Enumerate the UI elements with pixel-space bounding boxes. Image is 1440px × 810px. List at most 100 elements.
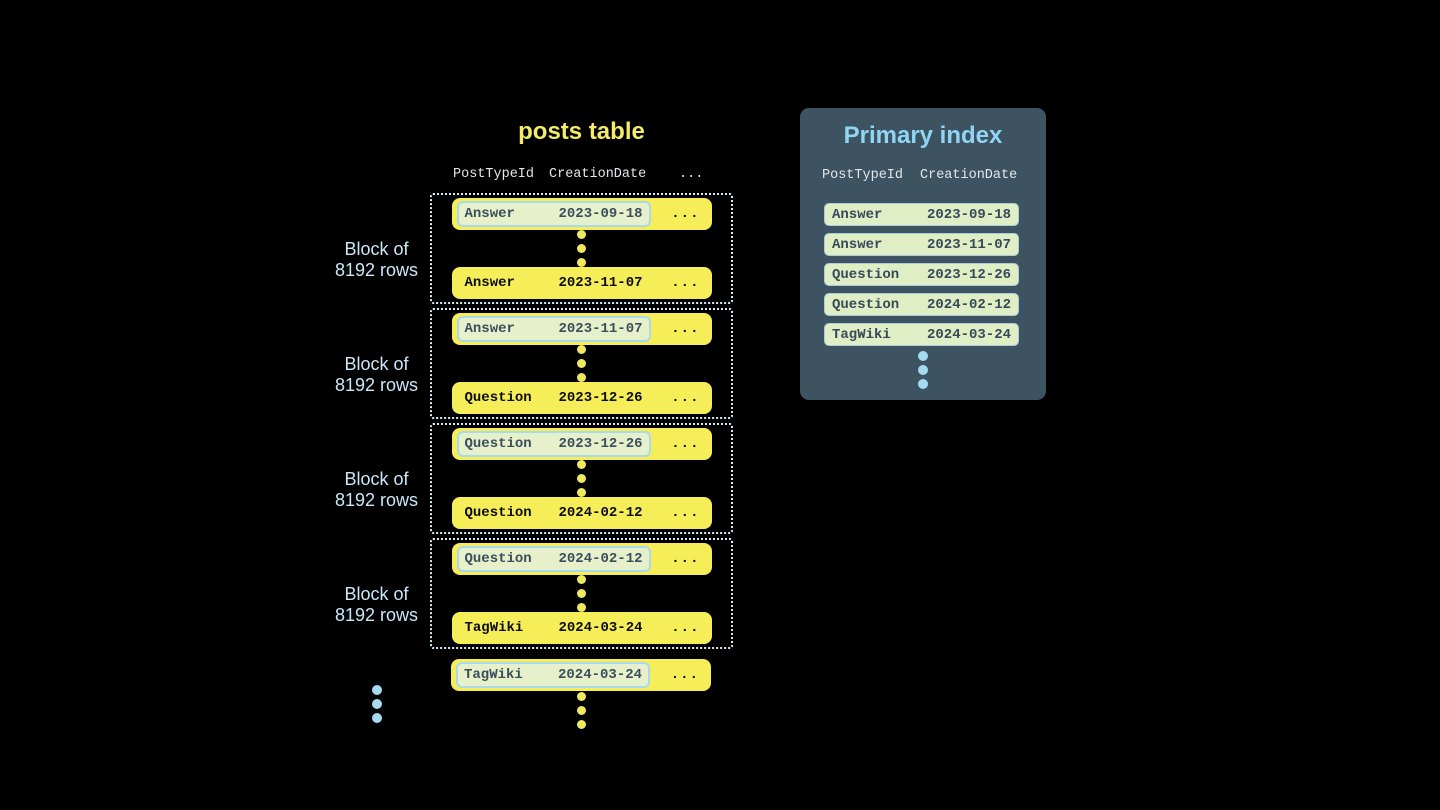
undefined — [577, 575, 586, 584]
block-label-line2: 8192 rows — [334, 490, 419, 510]
highlighted-key-pill: Question 2023-12-26 — [456, 431, 651, 457]
undefined — [371, 699, 382, 709]
index-row: Answer 2023-09-18 — [824, 203, 1019, 226]
column-header-posttypeid: PostTypeId — [453, 167, 535, 182]
highlighted-key-pill: TagWiki 2024-03-24 — [456, 662, 650, 688]
row-more-ellipsis: ... — [671, 390, 700, 406]
undefined — [577, 488, 586, 497]
post-type-cell: Answer — [464, 275, 515, 291]
next-block-first-row: TagWiki 2024-03-24... — [451, 659, 711, 691]
primary-index-column-headers: PostTypeId CreationDate — [800, 168, 1046, 183]
undefined — [577, 359, 586, 368]
column-header-more-ellipsis: ... — [679, 167, 704, 182]
next-block-first-row-slot: TagWiki 2024-03-24... — [451, 659, 711, 691]
undefined — [577, 692, 586, 701]
undefined — [918, 365, 928, 375]
post-type-cell: Answer — [464, 206, 515, 222]
index-post-type-cell: TagWiki — [832, 326, 891, 343]
post-type-cell: Question — [464, 390, 532, 406]
undefined — [577, 720, 586, 729]
index-column-header-posttypeid: PostTypeId — [822, 168, 904, 183]
block-label-line1: Block of — [344, 239, 409, 259]
block-first-row: Question 2024-02-12... — [451, 543, 712, 575]
index-post-type-cell: Question — [832, 296, 900, 313]
creation-date-cell: 2024-02-12 — [558, 505, 643, 521]
block-rows-ellipsis — [577, 345, 586, 382]
posts-table-title: posts table — [518, 118, 645, 145]
block-label-line2: 8192 rows — [334, 605, 419, 625]
row-more-ellipsis: ... — [671, 275, 700, 291]
index-row: Answer 2023-11-07 — [824, 233, 1019, 256]
row-more-ellipsis: ... — [671, 551, 700, 567]
index-post-type-cell: Question — [832, 266, 900, 283]
row-more-ellipsis: ... — [670, 667, 699, 683]
undefined — [918, 379, 928, 389]
creation-date-cell: 2024-03-24 — [558, 620, 643, 636]
index-creation-date-cell: 2023-12-26 — [926, 266, 1011, 283]
highlighted-key-pill: Question 2024-02-12 — [456, 546, 651, 572]
index-post-type-cell: Answer — [832, 236, 883, 253]
index-column-header-creationdate: CreationDate — [920, 168, 1018, 183]
row-more-ellipsis: ... — [671, 505, 700, 521]
index-creation-date-cell: 2024-03-24 — [926, 326, 1011, 343]
index-post-type-cell: Answer — [832, 206, 883, 223]
creation-date-cell: 2024-03-24 — [557, 667, 642, 683]
post-type-cell: Question — [464, 551, 532, 567]
block-last-row: Answer 2023-11-07... — [451, 267, 712, 299]
creation-date-cell: 2024-02-12 — [558, 551, 643, 567]
key-cells: Answer 2023-11-07 — [457, 270, 651, 296]
column-header-creationdate: CreationDate — [549, 167, 647, 182]
undefined — [577, 373, 586, 382]
post-type-cell: Question — [464, 505, 532, 521]
post-type-cell: Question — [464, 436, 532, 452]
undefined — [371, 713, 382, 723]
block-label-line1: Block of — [344, 469, 409, 489]
post-type-cell: TagWiki — [464, 667, 523, 683]
block-first-row: Question 2023-12-26... — [451, 428, 712, 460]
block-label-line2: 8192 rows — [334, 375, 419, 395]
primary-index-title: Primary index — [843, 122, 1003, 149]
more-blocks-ellipsis — [324, 685, 429, 723]
creation-date-cell: 2023-11-07 — [558, 275, 643, 291]
index-row: Question 2023-12-26 — [824, 263, 1019, 286]
more-rows-ellipsis — [430, 692, 733, 729]
undefined — [577, 603, 586, 612]
undefined — [577, 706, 586, 715]
block-last-row: Question 2024-02-12... — [451, 497, 712, 529]
creation-date-cell: 2023-12-26 — [558, 436, 643, 452]
index-creation-date-cell: 2023-09-18 — [926, 206, 1011, 223]
index-row: Question 2024-02-12 — [824, 293, 1019, 316]
creation-date-cell: 2023-11-07 — [558, 321, 643, 337]
posts-table-column-headers: PostTypeId CreationDate ... — [430, 167, 733, 182]
undefined — [577, 244, 586, 253]
index-creation-date-cell: 2023-11-07 — [926, 236, 1011, 253]
undefined — [577, 258, 586, 267]
undefined — [577, 345, 586, 354]
primary-index-ellipsis — [800, 351, 1046, 389]
block-rows-ellipsis — [577, 575, 586, 612]
block-label-line2: 8192 rows — [334, 260, 419, 280]
index-row: TagWiki 2024-03-24 — [824, 323, 1019, 346]
row-more-ellipsis: ... — [671, 436, 700, 452]
index-creation-date-cell: 2024-02-12 — [926, 296, 1011, 313]
undefined — [577, 230, 586, 239]
undefined — [918, 351, 928, 361]
